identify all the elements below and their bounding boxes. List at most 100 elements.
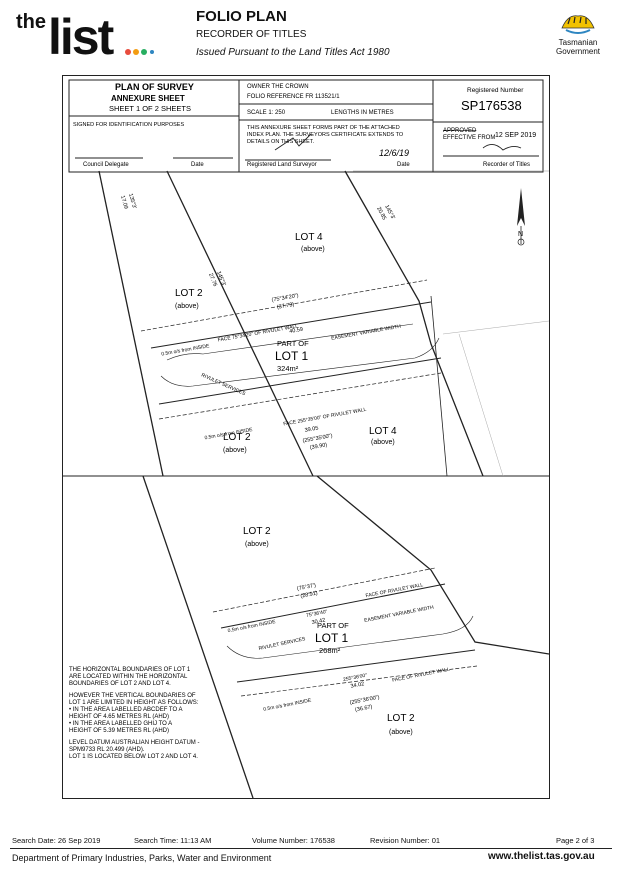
upper-bearing-1: 135°3' — [127, 193, 137, 210]
upper-area: 324m² — [277, 364, 299, 373]
sheet-label: SHEET 1 OF 2 SHEETS — [109, 104, 191, 113]
date-label: Date — [191, 162, 204, 168]
lower-dim-top-bearing: (75°37') — [296, 583, 316, 593]
plan-drawing: PLAN OF SURVEY ANNEXURE SHEET SHEET 1 OF… — [63, 79, 550, 799]
lower-inside-top: 0.5m o/s from INSIDE — [227, 619, 277, 634]
search-date: Search Date: 26 Sep 2019 — [12, 836, 101, 845]
lower-lot2-bottom: LOT 2 — [387, 713, 415, 724]
scale-label: SCALE 1: 250 — [247, 110, 286, 116]
tiger-emblem-icon — [561, 15, 595, 34]
recorder-subtitle: RECORDER OF TITLES — [196, 29, 307, 40]
upper-wall-bottom-dashed — [158, 372, 442, 420]
effective-label: EFFECTIVE FROM — [443, 135, 495, 141]
north-label: N — [518, 231, 523, 238]
note-line-10: LEVEL DATUM AUSTRALIAN HEIGHT DATUM - — [69, 740, 199, 746]
upper-boundary-left — [98, 170, 164, 477]
lower-face-len: 30.42 — [311, 618, 326, 627]
logo-list: list — [48, 9, 115, 58]
annex-note-1: THIS ANNEXURE SHEET FORMS PART OF THE AT… — [247, 125, 400, 131]
gov-line-1: Tasmanian — [558, 38, 598, 47]
upper-face-bottom: FACE 255°35'00" OF RIVULET WALL — [283, 407, 367, 428]
lower-wall-top-dashed — [212, 567, 436, 613]
lower-lot1: LOT 1 — [315, 631, 348, 645]
lower-lot2-bottom-above: (above) — [389, 729, 413, 736]
thelist-logo: the list — [14, 6, 154, 65]
annexure-label: ANNEXURE SHEET — [111, 94, 185, 103]
note-line-9: HEIGHT OF 5.39 METRES RL (AHD) — [69, 728, 169, 734]
upper-bearing-3-len: 20.85 — [375, 206, 387, 221]
revision-number: Revision Number: 01 — [370, 836, 441, 845]
recorder-signature — [482, 144, 522, 151]
upper-dim-top-len: (37.73) — [277, 302, 295, 311]
footer-rule — [10, 848, 612, 849]
upper-dim-top-bearing: (75°34'20") — [271, 293, 299, 304]
signed-label: SIGNED FOR IDENTIFICATION PURPOSES — [73, 122, 184, 128]
lower-bot-paren-len: (36.67) — [355, 704, 373, 713]
logo-dot-blue — [150, 50, 154, 54]
note-line-6: • IN THE AREA LABELLED ABCDEF TO A — [69, 707, 182, 713]
volume-number: Volume Number: 176538 — [252, 836, 335, 845]
note-line-4: HOWEVER THE VERTICAL BOUNDARIES OF — [69, 693, 196, 699]
note-line-12: LOT 1 IS LOCATED BELOW LOT 2 AND LOT 4. — [69, 754, 198, 760]
lower-easement: EASEMENT VARIABLE WIDTH — [364, 605, 435, 624]
note-line-2: ARE LOCATED WITHIN THE HORIZONTAL — [69, 674, 188, 680]
surveyor-signature — [274, 133, 312, 151]
upper-boundary-right — [344, 170, 484, 477]
gov-line-2: Government — [555, 47, 601, 56]
upper-lot2-left: LOT 2 — [175, 288, 203, 299]
logo-dot-orange — [133, 49, 139, 55]
page-number: Page 2 of 3 — [556, 836, 595, 845]
upper-easement-line — [160, 337, 440, 387]
lower-lot2-top-above: (above) — [245, 541, 269, 548]
upper-boundary-middle — [166, 170, 314, 477]
lower-easement-line — [226, 615, 474, 659]
lower-boundary-left — [142, 475, 254, 799]
surveyor-label: Registered Land Surveyor — [247, 162, 317, 168]
lower-part-of: PART OF — [317, 621, 349, 630]
upper-easement: EASEMENT VARIABLE WIDTH — [331, 324, 402, 342]
upper-boundary-far-right — [430, 295, 448, 477]
effective-date: 12 SEP 2019 — [495, 132, 536, 139]
upper-lot4-top-above: (above) — [301, 246, 325, 253]
note-line-8: • IN THE AREA LABELLED GHIJ TO A — [69, 721, 172, 727]
upper-lot4-right-above: (above) — [371, 439, 395, 446]
upper-lot4-top: LOT 4 — [295, 232, 323, 243]
faint-road-line — [442, 320, 550, 335]
plan-notes: THE HORIZONTAL BOUNDARIES OF LOT 1 ARE L… — [69, 667, 199, 760]
recorder-label: Recorder of Titles — [483, 162, 530, 168]
upper-dim-face-len: 40.59 — [289, 327, 304, 335]
lower-wall-top — [220, 583, 446, 629]
note-line-3: BOUNDARIES OF LOT 2 AND LOT 4. — [69, 681, 171, 687]
tasmanian-government-logo: Tasmanian Government — [540, 6, 616, 62]
note-line-5: LOT 1 ARE LIMITED IN HEIGHT AS FOLLOWS: — [69, 700, 199, 706]
reg-number-label: Registered Number — [467, 87, 524, 94]
search-time: Search Time: 11:13 AM — [134, 836, 212, 845]
website-link[interactable]: www.thelist.tas.gov.au — [488, 851, 595, 862]
annex-note-2: INDEX PLAN. THE SURVEYORS CERTIFICATE EX… — [247, 132, 404, 138]
note-line-7: HEIGHT OF 4.65 METRES RL (AHD) — [69, 714, 169, 720]
lengths-label: LENGTHS IN METRES — [331, 110, 394, 116]
upper-bearing-2-len: 27.76 — [207, 273, 218, 288]
lower-face-bearing: 75°36'40" — [306, 609, 328, 619]
lower-inside-bottom: 0.5m o/s from INSIDE — [263, 698, 313, 713]
upper-wall-top — [150, 301, 432, 349]
lower-bot-len: 34.02 — [350, 681, 365, 690]
owner-label: OWNER THE CROWN — [247, 84, 309, 90]
lower-face-bottom: FACE OF RIVULET WALL — [392, 667, 451, 684]
logo-dot-green — [141, 49, 147, 55]
upper-dim-bot-bearing: (255°35'00") — [302, 433, 333, 444]
upper-wall-top-dashed — [140, 279, 428, 332]
lower-wall-bottom — [236, 649, 476, 683]
lower-bot-bearing: 255°36'00" — [343, 673, 368, 684]
upper-lot4-right: LOT 4 — [369, 426, 397, 437]
department-name: Department of Primary Industries, Parks,… — [12, 853, 272, 863]
upper-lot2-bottom-above: (above) — [223, 447, 247, 454]
surveyor-date-label: Date — [397, 162, 410, 168]
logo-the: the — [16, 11, 46, 33]
council-delegate-label: Council Delegate — [83, 162, 129, 168]
lower-bot-paren-bearing: (255°36'00") — [349, 695, 380, 707]
lower-lot2-top: LOT 2 — [243, 526, 271, 537]
upper-wall-bottom — [158, 357, 442, 405]
approved-label: APPROVED — [443, 128, 477, 134]
plan-header-box — [68, 79, 544, 173]
